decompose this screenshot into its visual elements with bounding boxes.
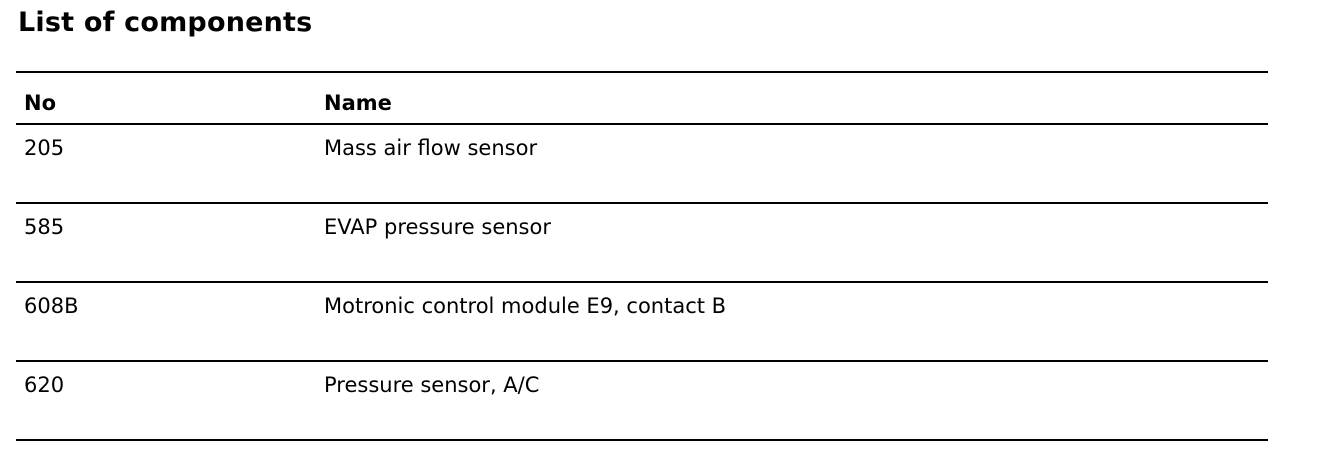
table-header-row: No Name (16, 73, 1268, 123)
component-number: 585 (24, 215, 65, 239)
component-name: Mass air flow sensor (324, 136, 538, 160)
table-top-rule (16, 71, 1268, 73)
table-divider (16, 360, 1268, 362)
table-row: 585 EVAP pressure sensor (16, 204, 1268, 281)
column-header-name: Name (324, 91, 392, 115)
component-name: EVAP pressure sensor (324, 215, 551, 239)
table-divider (16, 281, 1268, 283)
page-title: List of components (18, 7, 313, 38)
component-name: Pressure sensor, A/C (324, 373, 540, 397)
table-row: 608B Motronic control module E9, contact… (16, 283, 1268, 360)
table-row: 620 Pressure sensor, A/C (16, 362, 1268, 439)
component-number: 608B (24, 294, 79, 318)
table-divider (16, 123, 1268, 125)
table-divider (16, 202, 1268, 204)
component-name: Motronic control module E9, contact B (324, 294, 727, 318)
component-number: 620 (24, 373, 65, 397)
column-header-no: No (24, 91, 57, 115)
table-row: 205 Mass air flow sensor (16, 125, 1268, 202)
components-table: No Name 205 Mass air flow sensor 585 EVA… (16, 71, 1268, 441)
component-number: 205 (24, 136, 65, 160)
table-bottom-rule (16, 439, 1268, 441)
